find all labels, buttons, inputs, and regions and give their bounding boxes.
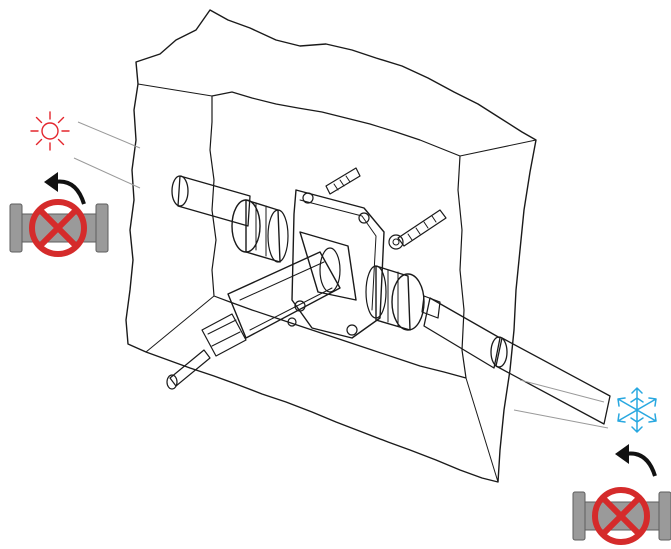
cold-union-nut <box>365 265 441 331</box>
snowflake-icon <box>617 387 657 433</box>
valve-cartridge <box>166 247 341 390</box>
wall-anchor-left <box>325 167 361 195</box>
prohibition-icon <box>29 199 87 257</box>
cold-shutoff-valve <box>572 444 671 545</box>
hot-water-pipe <box>171 175 251 227</box>
hot-union-nut <box>231 199 289 263</box>
mixing-valve-body <box>166 167 447 390</box>
leader-lines <box>73 121 609 429</box>
wall-block <box>125 9 537 483</box>
wall-anchor-right <box>388 209 447 250</box>
prohibition-icon <box>592 487 650 545</box>
hot-shutoff-valve <box>9 172 109 257</box>
rotate-ccw-arrow-icon <box>624 451 657 477</box>
sun-icon <box>30 111 70 151</box>
cold-water-pipe <box>423 297 611 425</box>
